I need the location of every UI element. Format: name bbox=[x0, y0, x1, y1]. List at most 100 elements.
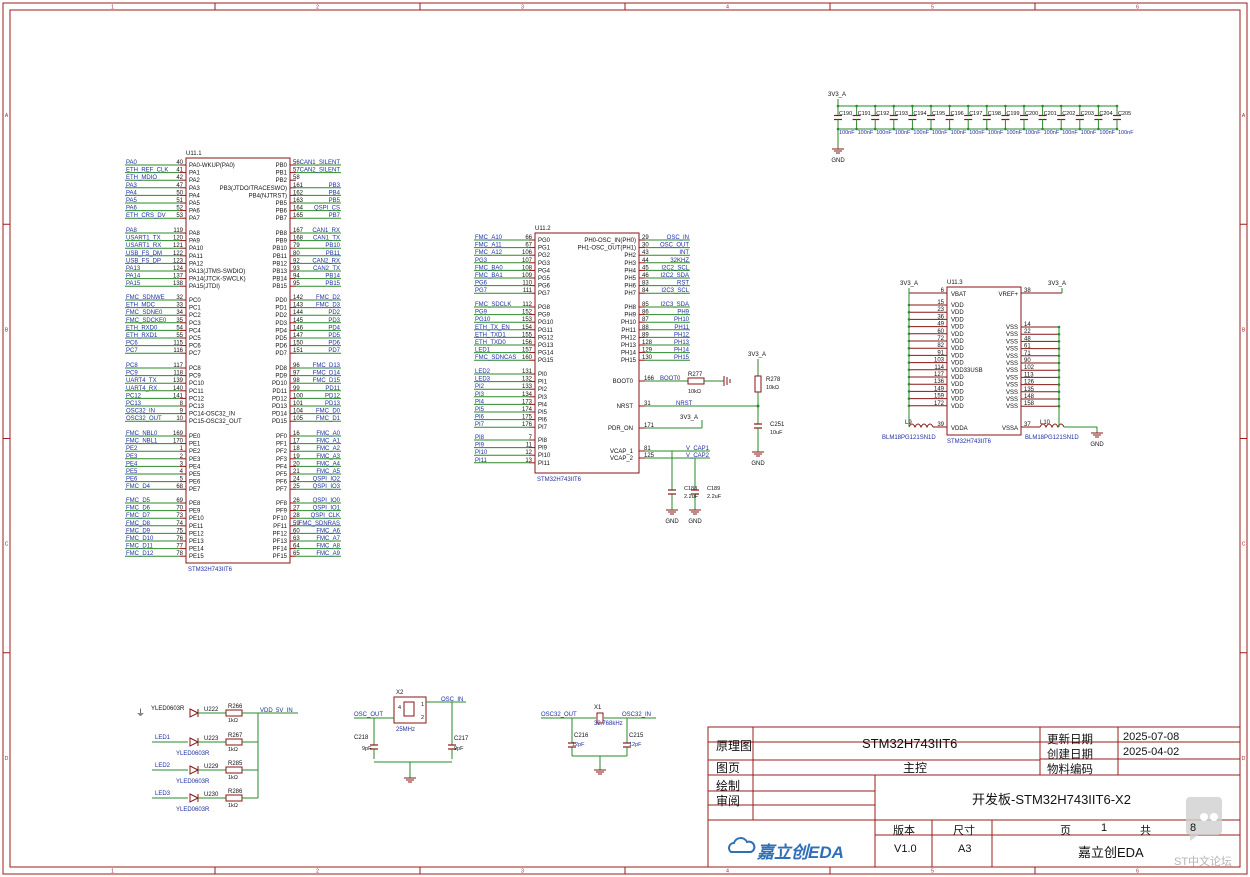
pin-name: PB13 bbox=[272, 269, 287, 275]
pin-name: PF5 bbox=[276, 472, 288, 478]
pin-name: PE4 bbox=[189, 464, 201, 470]
pin-number: 66 bbox=[525, 235, 532, 241]
pin-number: 80 bbox=[293, 251, 300, 257]
decap-ref: C190 bbox=[839, 111, 852, 117]
junction-dot bbox=[1057, 376, 1061, 379]
pin-number: 165 bbox=[293, 213, 304, 219]
tb-size-label: 尺寸 bbox=[953, 825, 975, 837]
pin-number: 57 bbox=[293, 168, 300, 174]
part-ref: R278 bbox=[766, 377, 781, 383]
net-label: PB15 bbox=[325, 281, 340, 287]
pin-name: VSS bbox=[1006, 325, 1018, 331]
net-label: FMC_D15 bbox=[313, 378, 341, 384]
net-label: USART1_RX bbox=[126, 243, 161, 249]
junction-dot bbox=[907, 318, 911, 321]
pin-name: PE0 bbox=[189, 434, 201, 440]
pin-number: 161 bbox=[293, 183, 304, 189]
part-value: 10uF bbox=[770, 430, 783, 436]
net-label: OSC32_IN bbox=[126, 409, 155, 415]
decap-value: 100nF bbox=[1006, 130, 1022, 136]
pin-number: 42 bbox=[176, 175, 183, 181]
pin-name: PA5 bbox=[189, 201, 201, 207]
pin-name: VSS bbox=[1006, 339, 1018, 345]
net-label: ETH_TXD1 bbox=[475, 332, 506, 338]
pin-number: 174 bbox=[522, 407, 533, 413]
net-label: PH12 bbox=[674, 332, 690, 338]
mcu-designator: U11.1 bbox=[186, 151, 202, 157]
part-ref: R267 bbox=[228, 733, 243, 739]
net-label: PG3 bbox=[475, 258, 488, 264]
pin-number: 92 bbox=[293, 258, 300, 264]
crystal-frequency: 32.768kHz bbox=[594, 721, 623, 727]
pin-number: 131 bbox=[522, 369, 533, 375]
pin-name: PG0 bbox=[538, 238, 551, 244]
net-label: V_CAP2 bbox=[686, 453, 710, 459]
pin-name: PA3 bbox=[189, 186, 201, 192]
pin-name: PF13 bbox=[273, 539, 288, 545]
pin-name: PE6 bbox=[189, 480, 201, 486]
part-ref: X2 bbox=[396, 690, 404, 696]
part-value: BLM18PG121SN1D bbox=[1025, 435, 1079, 441]
pin-name: PC5 bbox=[189, 336, 201, 342]
net-label: ETH_RXD1 bbox=[126, 333, 158, 339]
pin-name: PA1 bbox=[189, 171, 201, 177]
pin-name: PD3 bbox=[275, 321, 287, 327]
pin-name: VSSA bbox=[1002, 426, 1018, 432]
net-label: PG9 bbox=[475, 310, 488, 316]
pin-name: VSS bbox=[1006, 383, 1018, 389]
pin-name: PC15-OSC32_OUT bbox=[189, 419, 242, 425]
net-label: PI9 bbox=[475, 443, 485, 449]
pin-number: 53 bbox=[176, 213, 183, 219]
pin-number: 16 bbox=[293, 431, 300, 437]
net-label: PD3 bbox=[328, 318, 340, 324]
tb-page-no-label: 页 bbox=[1060, 825, 1071, 837]
net-label: PA6 bbox=[126, 206, 138, 212]
junction-dot bbox=[907, 310, 911, 314]
pin-name: VREF+ bbox=[998, 292, 1018, 298]
pin-name: PH0-OSC_IN(PH0) bbox=[584, 238, 636, 244]
junction-dot bbox=[907, 325, 911, 328]
net-label: VDD_5V_IN bbox=[260, 708, 293, 714]
grid-col-label: 3 bbox=[521, 5, 524, 11]
pin-number: 147 bbox=[293, 333, 304, 339]
net-label: PA14 bbox=[126, 274, 141, 280]
pin-name: PD11 bbox=[272, 389, 287, 395]
net-label: FMC_SDCKE0 bbox=[126, 318, 167, 324]
pin-number: 60 bbox=[293, 528, 300, 534]
pin-name: PI1 bbox=[538, 380, 548, 386]
net-label: PH13 bbox=[674, 340, 690, 346]
pin-number: 49 bbox=[937, 322, 944, 328]
net-label: PI10 bbox=[475, 450, 488, 456]
pin-number: 15 bbox=[937, 300, 944, 306]
net-label: PC12 bbox=[126, 393, 142, 399]
grid-col-label: 2 bbox=[316, 5, 319, 11]
pin-number: 45 bbox=[642, 265, 649, 271]
net-label: I2C3_SCL bbox=[661, 288, 689, 294]
net-label: FMC_D5 bbox=[126, 498, 151, 504]
pin-number: 167 bbox=[293, 228, 304, 234]
junction-dot bbox=[1057, 368, 1061, 372]
pin-number: 13 bbox=[525, 458, 532, 464]
pin-number: 59 bbox=[293, 521, 300, 527]
grid-col-label: 2 bbox=[316, 869, 319, 875]
net-label: FMC_D4 bbox=[126, 484, 151, 490]
resistor-r278 bbox=[754, 375, 762, 393]
part-value: 2.2uF bbox=[684, 494, 699, 500]
pin-name: PI2 bbox=[538, 387, 548, 393]
pin-name: PC1 bbox=[189, 306, 201, 312]
net-label: PH10 bbox=[674, 317, 690, 323]
grid-col-label: 1 bbox=[111, 5, 114, 11]
tb-version-label: 版本 bbox=[893, 825, 915, 837]
pin-name: VDD bbox=[951, 375, 964, 381]
pin-name: VDD33USB bbox=[951, 368, 983, 374]
pin-number: 134 bbox=[522, 392, 533, 398]
pin-name: PI7 bbox=[538, 425, 548, 431]
junction-dot bbox=[907, 346, 911, 350]
pin-name: PE11 bbox=[189, 524, 204, 530]
net-label: PH11 bbox=[674, 325, 689, 331]
pin-number: 71 bbox=[1024, 351, 1031, 357]
pin-name: PI10 bbox=[538, 453, 551, 459]
part-ref: U222 bbox=[204, 707, 219, 713]
